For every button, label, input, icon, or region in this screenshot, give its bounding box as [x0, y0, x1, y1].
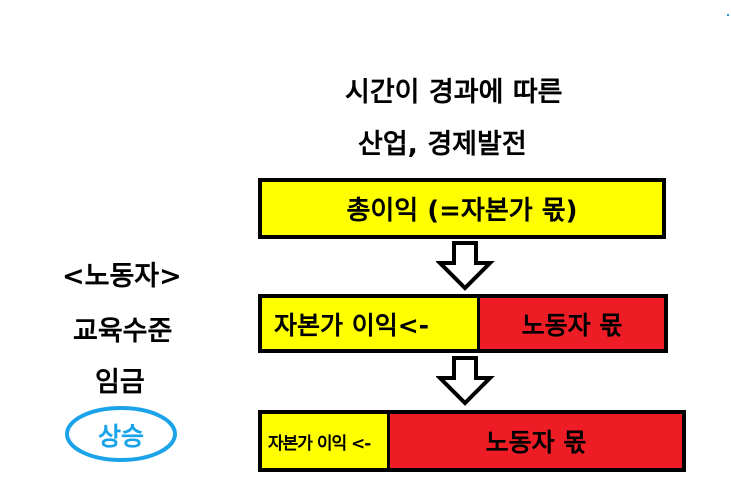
title-line-1: 시간이 경과에 따른	[345, 77, 563, 108]
rise-badge-ellipse	[65, 406, 177, 462]
worker-header: <노동자>	[62, 261, 182, 292]
stage2-capital-label: 자본가 이익<-	[274, 310, 430, 340]
down-arrow-1	[436, 241, 495, 291]
wage: 임금	[95, 367, 145, 398]
stage3-capital-label: 자본가 이익 <-	[268, 433, 371, 454]
education-level: 교육수준	[73, 316, 173, 347]
stage3-capital-segment: 자본가 이익 <-	[262, 414, 390, 468]
rise-badge-label: 상승	[97, 422, 144, 451]
title-line-2: 산업, 경제발전	[358, 129, 527, 160]
stage3-labor-label: 노동자 몫	[485, 428, 587, 457]
down-arrow-2	[436, 356, 495, 406]
stage2-box: 자본가 이익<- 노동자 몫	[258, 294, 668, 353]
stage1-total-profit-box: 총이익 (=자본가 몫)	[258, 178, 666, 239]
stage2-labor-label: 노동자 몫	[521, 310, 623, 340]
stage2-labor-segment: 노동자 몫	[480, 298, 664, 349]
stage3-labor-segment: 노동자 몫	[390, 414, 682, 468]
stage3-box: 자본가 이익 <- 노동자 몫	[258, 410, 686, 472]
stage1-label: 총이익 (=자본가 몫)	[346, 196, 578, 226]
corner-dot	[727, 14, 729, 16]
stage2-capital-segment: 자본가 이익<-	[262, 298, 480, 349]
